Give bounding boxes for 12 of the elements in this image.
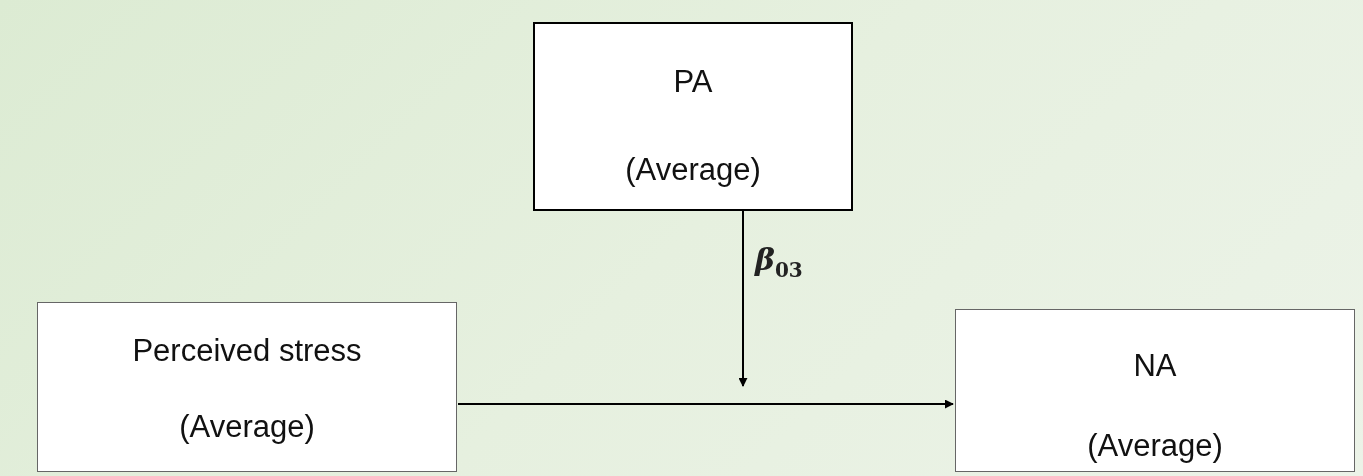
variable-note: (Average): [625, 152, 761, 188]
variable-name: Perceived stress: [132, 333, 362, 369]
variable-box: [37, 302, 457, 472]
edge-label: β$_{03}$: [755, 242, 803, 282]
variable-note: (Average): [179, 409, 315, 445]
arrow: [457, 399, 954, 409]
variable-box: [533, 22, 853, 211]
variable-note: (Average): [1087, 428, 1223, 464]
variable-name: NA: [1133, 348, 1177, 384]
variable-box: [955, 309, 1355, 472]
arrow: [738, 210, 748, 387]
variable-name: PA: [673, 64, 713, 100]
